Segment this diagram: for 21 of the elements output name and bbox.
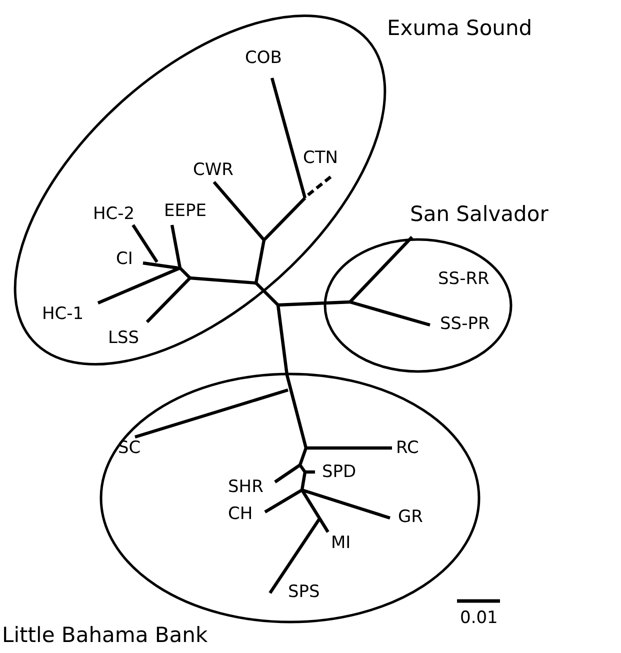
taxon-label: SHR (228, 479, 264, 496)
taxon-label: CWR (193, 162, 234, 179)
taxon-label: CH (228, 506, 253, 523)
taxon-label: GR (398, 509, 423, 526)
taxon-label: SPD (322, 464, 356, 481)
scale-label: 0.01 (460, 610, 498, 627)
taxon-label: SPS (288, 584, 320, 601)
taxon-label: RC (396, 440, 419, 457)
region-title: Little Bahama Bank (2, 625, 208, 646)
taxon-label: EEPE (164, 203, 206, 220)
taxon-label: LSS (108, 330, 140, 347)
taxon-label: COB (245, 50, 282, 67)
taxon-label: SS-RR (438, 271, 490, 288)
region-title: San Salvador (410, 204, 548, 225)
taxon-label: HC-1 (42, 306, 84, 323)
region-title: Exuma Sound (387, 18, 532, 39)
taxon-label: CTN (303, 150, 338, 167)
taxon-label: MI (331, 535, 351, 552)
taxon-label: HC-2 (93, 206, 135, 223)
taxon-label: CI (116, 251, 133, 268)
taxon-label: SS-PR (440, 316, 490, 333)
